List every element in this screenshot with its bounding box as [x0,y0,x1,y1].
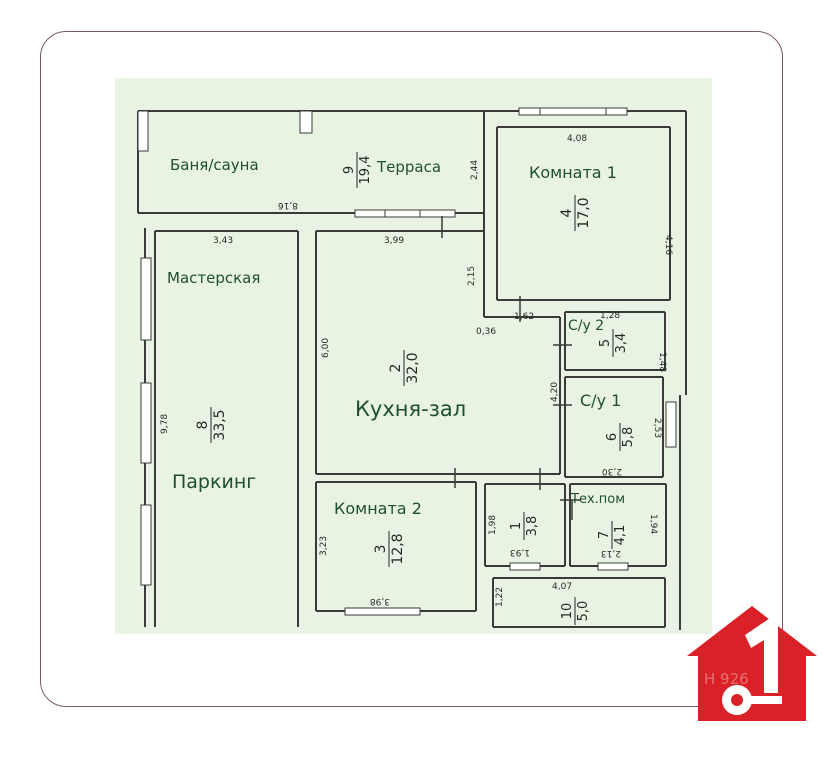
kitchen-number: 2 [388,364,404,373]
room10-number: 10 [560,603,575,620]
logo-digit-one [745,618,778,693]
room1-number: 4 [559,208,575,217]
room-name-workshop: Мастерская [167,269,260,287]
house-logo-shape [687,606,817,721]
room-name-bath2: С/у 2 [568,318,604,334]
dim-230: 2,30 [602,466,622,476]
dim-407: 4,07 [552,582,572,592]
door-marks [441,216,580,520]
hall-area: 1 3,8 [509,512,540,540]
dim-198: 1,98 [488,515,498,535]
room-name-kitchen: Кухня-зал [355,397,466,421]
room2-number: 3 [373,545,389,554]
bath1-area-value: 5,8 [621,427,636,448]
room-name-terrace: Терраса [376,158,441,176]
dim-408: 4,08 [567,134,587,144]
room-name-parking: Паркинг [172,471,256,493]
photo-frame [40,31,783,707]
dim-816: 8,16 [278,200,298,210]
dim-416: 4,16 [663,235,673,255]
dim-162: 1,62 [514,312,534,322]
dim-323: 3,23 [319,536,329,556]
room-name-sauna: Баня/сауна [170,156,259,174]
tech-number: 7 [597,531,612,539]
dim-398: 3,98 [370,596,390,606]
dim-194: 1,94 [648,514,658,534]
bath2-number: 5 [598,339,613,347]
parking-area: 8 33,5 [195,407,228,443]
room10-area: 10 5,0 [560,597,591,625]
room-name-tech: Тех.пом [570,492,625,507]
windows [137,107,677,616]
logo-key-shaft [750,696,782,704]
room-name-bath1: С/у 1 [580,391,621,410]
dim-399: 3,99 [384,236,404,246]
parking-number: 8 [195,421,211,430]
dim-215: 2,15 [467,266,477,286]
dim-122: 1,22 [495,587,505,607]
room1-area-value: 17,0 [576,197,592,228]
dim-253: 2,53 [652,418,662,438]
dim-420: 4,20 [550,382,560,402]
tech-area: 7 4,1 [597,521,628,549]
room2-area: 3 12,8 [373,531,406,567]
terrace-area-value: 19,4 [358,156,373,185]
terrace-number: 9 [342,166,357,174]
dim-213: 2,13 [601,548,621,558]
logo-watermark: Н 926 [704,670,749,688]
dim-343: 3,43 [213,236,233,246]
dim-978: 9,78 [160,414,170,434]
room-name-room2: Комната 2 [334,499,422,518]
parking-area-value: 33,5 [212,409,228,440]
kitchen-area: 2 32,0 [388,350,421,386]
house-logo: Н 926 [687,606,817,721]
room10-area-value: 5,0 [576,601,591,622]
room1-area: 4 17,0 [559,195,592,231]
bath2-area: 5 3,4 [598,329,629,357]
dim-128: 1,28 [600,311,620,321]
kitchen-area-value: 32,0 [405,352,421,383]
tech-area-value: 4,1 [613,525,628,546]
dim-036: 0,36 [476,327,496,337]
hall-number: 1 [509,522,524,530]
bath2-area-value: 3,4 [614,333,629,354]
room-name-room1: Комната 1 [529,163,617,182]
bath1-number: 6 [605,433,620,441]
hall-area-value: 3,8 [525,516,540,537]
dim-600: 6,00 [321,338,331,358]
terrace-area: 9 19,4 [342,152,373,188]
bath1-area: 6 5,8 [605,423,636,451]
room2-area-value: 12,8 [390,533,406,564]
dim-244: 2,44 [470,160,480,180]
logo-key-hole [731,694,743,706]
dim-193: 1,93 [510,547,530,557]
dim-148: 1,48 [657,352,667,372]
